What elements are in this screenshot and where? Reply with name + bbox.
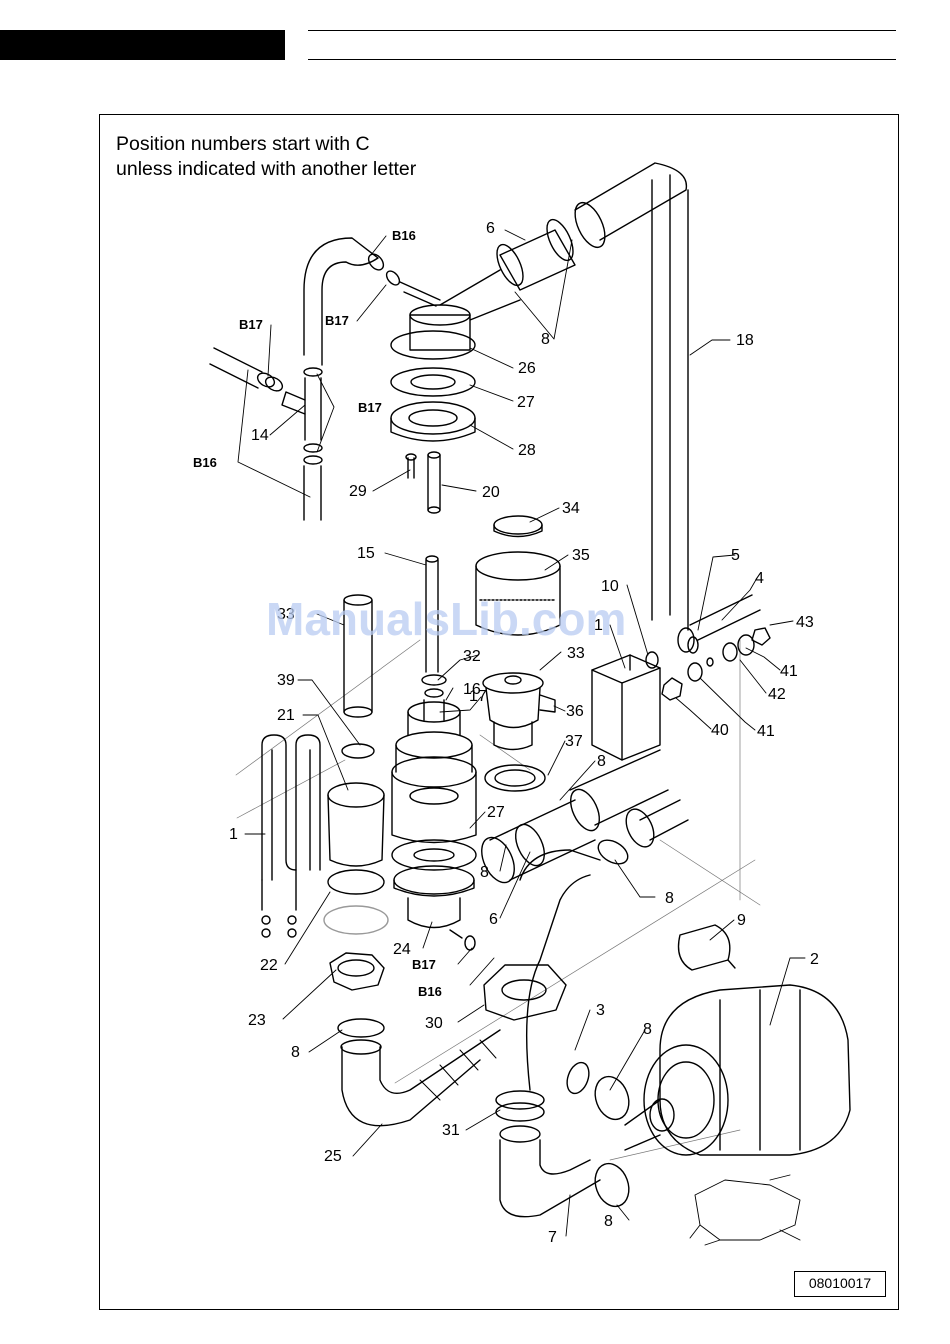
label-23: 23: [248, 1012, 266, 1029]
lower-hose-7: [496, 1091, 600, 1217]
label-8: 8: [604, 1213, 613, 1230]
label-b16: B16: [193, 455, 217, 470]
label-35: 35: [572, 547, 590, 564]
label-24: 24: [393, 941, 411, 958]
central-valve-assembly: [392, 675, 476, 950]
label-15: 15: [357, 545, 375, 562]
label-14: 14: [251, 427, 269, 444]
rod-and-tube: [342, 556, 438, 758]
label-28: 28: [518, 442, 536, 459]
label-8: 8: [665, 890, 674, 907]
label-36: 36: [566, 703, 584, 720]
label-8: 8: [541, 331, 550, 348]
label-34: 34: [562, 500, 580, 517]
label-b17: B17: [358, 400, 382, 415]
capacitor: [679, 925, 736, 970]
top-pipe-assembly: [400, 163, 688, 630]
label-37: 37: [565, 733, 583, 750]
label-6: 6: [486, 220, 495, 237]
label-42: 42: [768, 686, 786, 703]
label-7: 7: [548, 1229, 557, 1246]
label-17: 17: [469, 688, 487, 705]
label-40: 40: [711, 722, 729, 739]
label-b16: B16: [392, 228, 416, 243]
label-5: 5: [731, 547, 740, 564]
label-3: 3: [596, 1002, 605, 1019]
label-39: 39: [277, 672, 295, 689]
guide-lines: [236, 640, 760, 1160]
label-b16: B16: [418, 984, 442, 999]
label-8: 8: [597, 753, 606, 770]
label-26: 26: [518, 360, 536, 377]
label-2: 2: [810, 951, 819, 968]
document-id-box: 08010017: [794, 1271, 886, 1297]
label-4: 4: [755, 570, 764, 587]
label-b17: B17: [412, 957, 436, 972]
label-22: 22: [260, 957, 278, 974]
hose-assembly-b16: [210, 238, 402, 520]
label-43: 43: [796, 614, 814, 631]
pump-motor: [589, 985, 850, 1211]
label-1: 1: [229, 826, 238, 843]
control-box: [592, 652, 660, 760]
label-b17: B17: [239, 317, 263, 332]
label-33: 33: [567, 645, 585, 662]
middle-pipes: [475, 750, 688, 1096]
label-30: 30: [425, 1015, 443, 1032]
label-41: 41: [757, 723, 775, 740]
corrugated-hose: [338, 1019, 500, 1126]
screw-and-pin: [406, 452, 440, 513]
label-9: 9: [737, 912, 746, 929]
label-b17: B17: [325, 313, 349, 328]
label-41: 41: [780, 663, 798, 680]
label-18: 18: [736, 332, 754, 349]
heating-element: [262, 735, 320, 937]
watermark: ManualsLib.com: [266, 592, 626, 646]
label-20: 20: [482, 484, 500, 501]
label-6: 6: [489, 911, 498, 928]
label-27: 27: [487, 804, 505, 821]
label-27: 27: [517, 394, 535, 411]
sleeve-and-nut: [324, 783, 388, 990]
float-assembly: [483, 673, 555, 791]
right-fittings: [662, 595, 770, 700]
flange-stack: [391, 331, 475, 441]
label-31: 31: [442, 1122, 460, 1139]
motor-detail-sketch: [690, 1175, 800, 1245]
large-nut: [484, 965, 566, 1020]
label-8: 8: [480, 864, 489, 881]
label-21: 21: [277, 707, 295, 724]
label-25: 25: [324, 1148, 342, 1165]
label-8: 8: [291, 1044, 300, 1061]
label-32: 32: [463, 648, 481, 665]
label-29: 29: [349, 483, 367, 500]
label-8: 8: [643, 1021, 652, 1038]
